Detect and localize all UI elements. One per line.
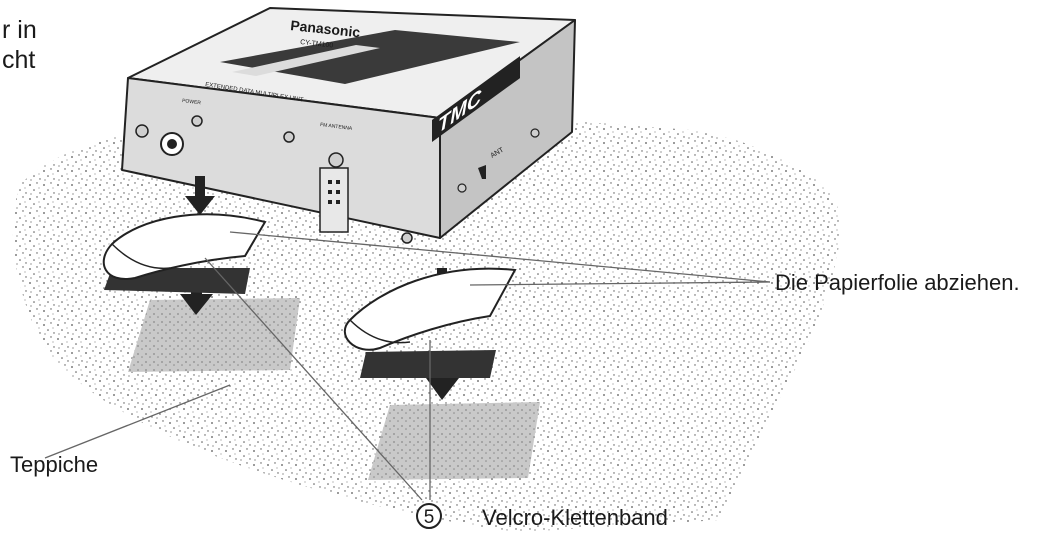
velcro-strip-left bbox=[102, 213, 267, 294]
screw-icon bbox=[191, 115, 203, 127]
screw-icon bbox=[283, 131, 295, 143]
leader-lines bbox=[44, 231, 771, 501]
antenna-label: FM ANTENNA bbox=[320, 122, 353, 132]
velcro-label: Velcro-Klettenband bbox=[482, 505, 668, 530]
screw-icon bbox=[457, 183, 467, 193]
antenna-port-icon bbox=[478, 165, 486, 179]
velcro-strip-right bbox=[343, 267, 517, 378]
peel-backing-label: Die Papierfolie abziehen. bbox=[775, 270, 1020, 295]
screw-icon bbox=[135, 124, 149, 138]
screw-icon bbox=[401, 232, 413, 244]
item-number: 5 bbox=[424, 507, 435, 528]
velcro-pad-carpet-right bbox=[368, 402, 540, 480]
device-model: CY-TM100 bbox=[300, 39, 334, 49]
device-brand: Panasonic bbox=[290, 17, 362, 40]
truncated-text-line-1: r in bbox=[2, 16, 37, 44]
arrow-down-icon bbox=[185, 176, 215, 215]
antenna-connector-icon bbox=[328, 152, 344, 168]
carpet-label: Teppiche bbox=[10, 452, 98, 477]
truncated-text-line-2: cht bbox=[2, 46, 36, 74]
antenna-cable bbox=[319, 167, 349, 233]
screw-icon bbox=[530, 128, 540, 138]
power-label: POWER bbox=[182, 98, 202, 106]
item-number-circle bbox=[416, 503, 442, 529]
device-label-band bbox=[220, 30, 520, 84]
device-right-face bbox=[439, 19, 576, 239]
